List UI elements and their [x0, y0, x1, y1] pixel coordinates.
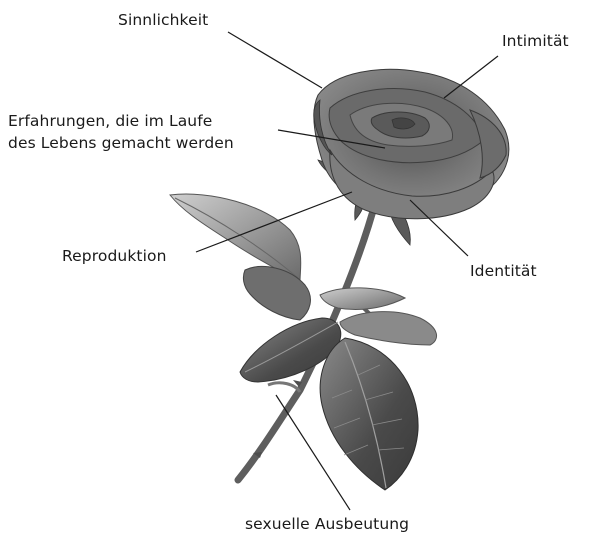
leader-sinnlichkeit [228, 32, 322, 88]
label-erfahrungen: Erfahrungen, die im Laufe des Lebens gem… [8, 110, 234, 154]
label-intimitaet: Intimität [502, 30, 569, 52]
label-erfahrungen-line1: Erfahrungen, die im Laufe [8, 110, 234, 132]
label-erfahrungen-line2: des Lebens gemacht werden [8, 132, 234, 154]
label-reproduktion: Reproduktion [62, 245, 167, 267]
label-sinnlichkeit: Sinnlichkeit [118, 9, 208, 31]
leaves [170, 194, 437, 490]
label-identitaet: Identität [470, 260, 537, 282]
rose-blossom [314, 69, 509, 218]
label-ausbeutung: sexuelle Ausbeutung [245, 513, 409, 535]
